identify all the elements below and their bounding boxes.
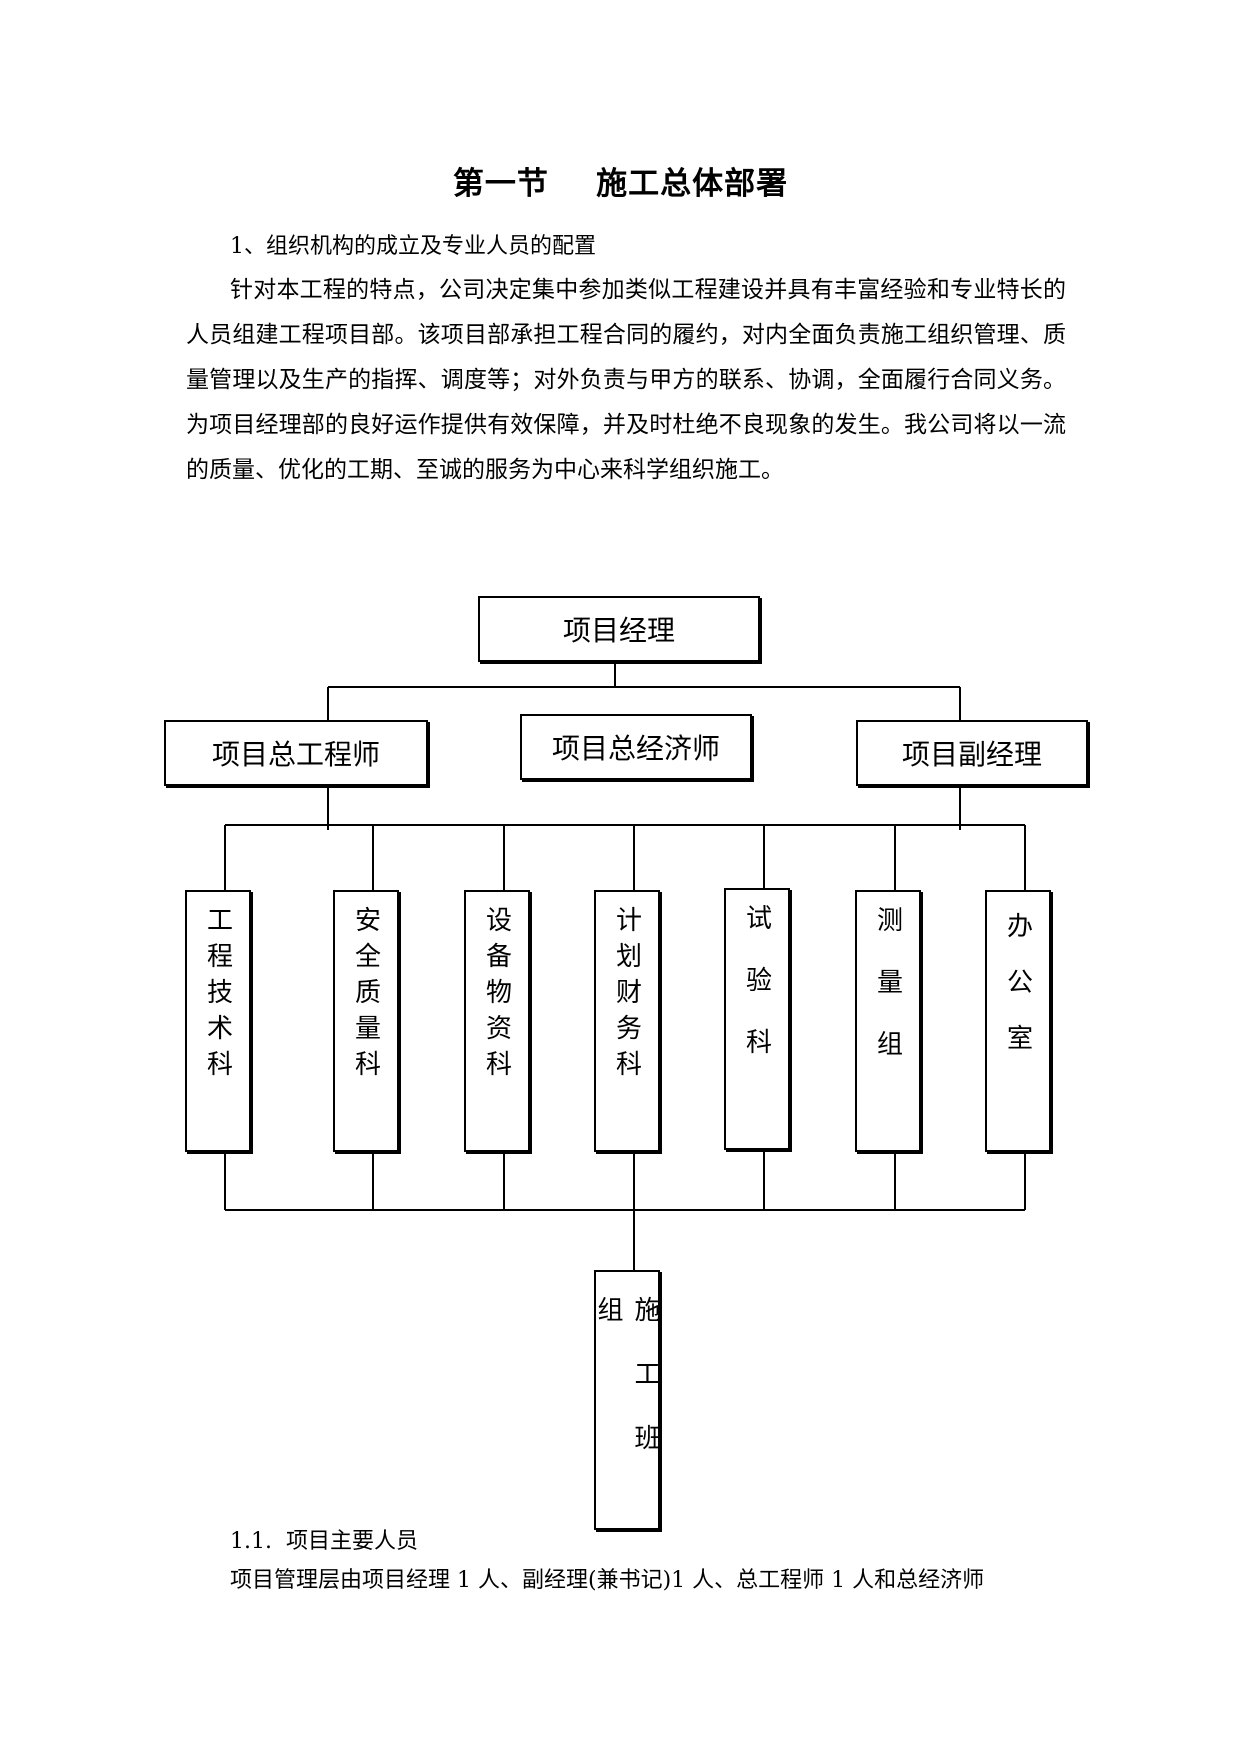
dept-surveying-label: 测量组 [872, 906, 903, 1092]
dept-engineering-label: 工程技术科 [202, 906, 233, 1086]
dept-safety-quality-label: 安全质量科 [350, 906, 381, 1086]
node-chief-engineer-label: 项目总工程师 [211, 738, 380, 771]
dept-surveying: 测量组 [855, 890, 921, 1152]
dept-equipment-materials: 设备物资科 [464, 890, 530, 1152]
subsection-text: 项目管理层由项目经理 1 人、副经理(兼书记)1 人、总工程师 1 人和总经济师 [230, 1568, 985, 1593]
dept-office: 办公室 [985, 890, 1051, 1152]
dept-engineering: 工程技术科 [185, 890, 251, 1152]
dept-planning-finance: 计划财务科 [594, 890, 660, 1152]
node-chief-engineer: 项目总工程师 [164, 720, 428, 786]
org-chart-connectors [224, 660, 1026, 1270]
subsection-heading: 1.1. 项目主要人员 [230, 1529, 418, 1554]
dept-office-label: 办公室 [1002, 912, 1033, 1080]
dept-equipment-materials-label: 设备物资科 [481, 906, 512, 1086]
section-heading: 1、组织机构的成立及专业人员的配置 [230, 234, 596, 259]
dept-safety-quality: 安全质量科 [333, 890, 399, 1152]
node-deputy-manager: 项目副经理 [856, 720, 1088, 786]
node-construction-crews: 施工班组 [593, 1270, 660, 1530]
page-title: 第一节 施工总体部署 [452, 166, 789, 202]
node-chief-economist-label: 项目总经济师 [551, 732, 720, 765]
node-deputy-manager-label: 项目副经理 [901, 738, 1042, 771]
node-project-manager: 项目经理 [478, 596, 760, 662]
dept-planning-finance-label: 计划财务科 [611, 906, 642, 1086]
node-construction-crews-label: 施工班组 [593, 1296, 660, 1488]
org-chart: 项目经理 项目总工程师 项目总经济师 项目副经理 工程技术科 安全质量科 设备物… [160, 590, 1100, 1550]
node-chief-economist: 项目总经济师 [520, 714, 752, 780]
dept-testing-label: 试验科 [741, 904, 772, 1090]
node-project-manager-label: 项目经理 [562, 614, 675, 647]
dept-testing: 试验科 [724, 888, 790, 1150]
body-paragraph: 针对本工程的特点，公司决定集中参加类似工程建设并具有丰富经验和专业特长的人员组建… [186, 277, 1066, 483]
